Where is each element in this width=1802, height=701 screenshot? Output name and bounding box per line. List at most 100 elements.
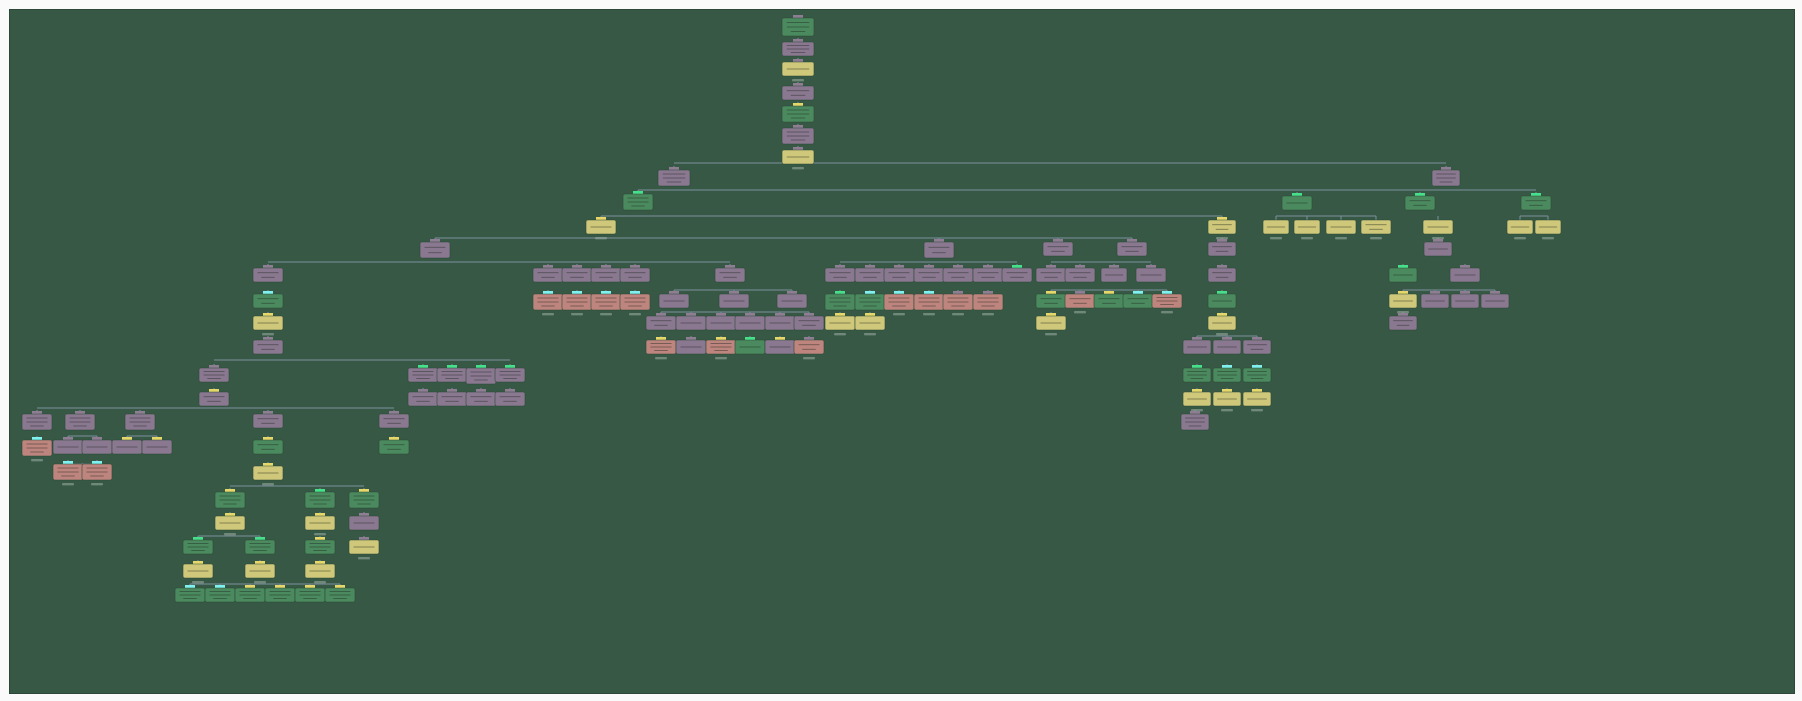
node-tag — [476, 389, 486, 392]
tree-node — [436, 391, 468, 407]
node-text-line — [981, 305, 995, 307]
node-tag — [75, 411, 85, 414]
node-tag — [1192, 365, 1202, 368]
tree-node — [1212, 367, 1242, 383]
node-tag — [572, 265, 582, 268]
node-text-line — [183, 598, 197, 599]
tree-node — [776, 293, 808, 309]
tree-node — [1122, 293, 1154, 309]
node-caption — [595, 237, 607, 240]
tree-node — [781, 149, 815, 165]
node-text-line — [257, 298, 279, 300]
node-tag — [152, 437, 162, 440]
tree-node — [214, 491, 246, 509]
tree-node — [622, 193, 654, 211]
node-text-line — [1250, 378, 1264, 379]
tree-node — [972, 267, 1004, 283]
node-text-line — [1393, 274, 1413, 276]
node-text-line — [239, 594, 261, 596]
node-caption — [893, 313, 905, 316]
node-text-line — [627, 197, 649, 199]
node-text-line — [357, 503, 371, 505]
node-text-line — [428, 252, 442, 254]
node-tag — [359, 537, 369, 540]
node-text-line — [86, 467, 108, 469]
node-text-line — [1051, 250, 1065, 252]
node-tag — [1531, 193, 1541, 196]
tree-node — [182, 563, 214, 579]
tree-node — [1180, 413, 1210, 431]
node-caption — [542, 313, 554, 316]
node-caption — [923, 313, 935, 316]
node-text-line — [892, 276, 906, 278]
tree-node — [198, 391, 230, 407]
node-caption — [1514, 237, 1526, 240]
node-text-line — [798, 320, 820, 322]
node-tag — [1046, 265, 1056, 268]
node-text-line — [1525, 200, 1547, 202]
node-text-line — [1409, 200, 1431, 202]
node-tag — [669, 167, 679, 170]
node-text-line — [1485, 300, 1505, 302]
node-text-line — [1006, 272, 1028, 274]
node-text-line — [790, 94, 806, 96]
tree-node — [1042, 241, 1074, 257]
node-text-line — [1127, 298, 1149, 300]
node-caption — [224, 533, 236, 536]
node-text-line — [353, 495, 375, 497]
node-text-line — [499, 374, 521, 376]
node-text-line — [179, 594, 201, 596]
node-text-line — [1330, 226, 1352, 228]
tree-node — [494, 367, 526, 383]
node-tag — [596, 217, 606, 220]
node-tag — [1053, 239, 1063, 242]
node-text-line — [1247, 344, 1267, 346]
node-text-line — [1156, 300, 1178, 302]
node-tag — [1217, 291, 1227, 294]
tree-node — [1431, 169, 1461, 187]
node-text-line — [1073, 276, 1087, 278]
node-tag — [1415, 193, 1425, 196]
node-text-line — [680, 322, 702, 324]
node-text-line — [445, 378, 459, 379]
node-text-line — [829, 301, 851, 303]
node-text-line — [1427, 226, 1449, 228]
node-text-line — [309, 546, 331, 548]
node-text-line — [786, 131, 810, 133]
tree-node — [781, 85, 815, 101]
node-text-line — [1220, 378, 1234, 379]
node-text-line — [595, 272, 617, 274]
node-text-line — [329, 594, 351, 596]
node-tag — [633, 191, 643, 194]
node-tag — [1430, 291, 1440, 294]
node-tag — [32, 411, 42, 414]
node-text-line — [191, 550, 205, 551]
node-tag — [263, 337, 273, 340]
node-text-line — [599, 305, 613, 307]
node-text-line — [441, 374, 463, 376]
node-text-line — [723, 300, 745, 302]
node-text-line — [829, 272, 851, 274]
node-tag — [447, 365, 457, 368]
node-text-line — [1217, 374, 1237, 376]
tree-node — [1151, 293, 1183, 309]
node-text-line — [69, 417, 91, 419]
node-text-line — [257, 418, 279, 420]
node-text-line — [786, 22, 810, 23]
node-text-line — [309, 495, 331, 497]
tree-node — [252, 267, 284, 283]
node-text-line — [203, 374, 225, 376]
node-tag — [263, 265, 273, 268]
node-text-line — [714, 350, 728, 351]
node-text-line — [1188, 425, 1202, 427]
node-text-line — [769, 346, 791, 348]
node-text-line — [627, 201, 649, 203]
tree-node — [21, 413, 53, 431]
tree-node — [124, 413, 156, 431]
node-text-line — [1131, 302, 1145, 304]
node-text-line — [739, 322, 761, 324]
node-tag — [543, 265, 553, 268]
node-text-line — [786, 113, 810, 115]
node-text-line — [129, 417, 151, 419]
